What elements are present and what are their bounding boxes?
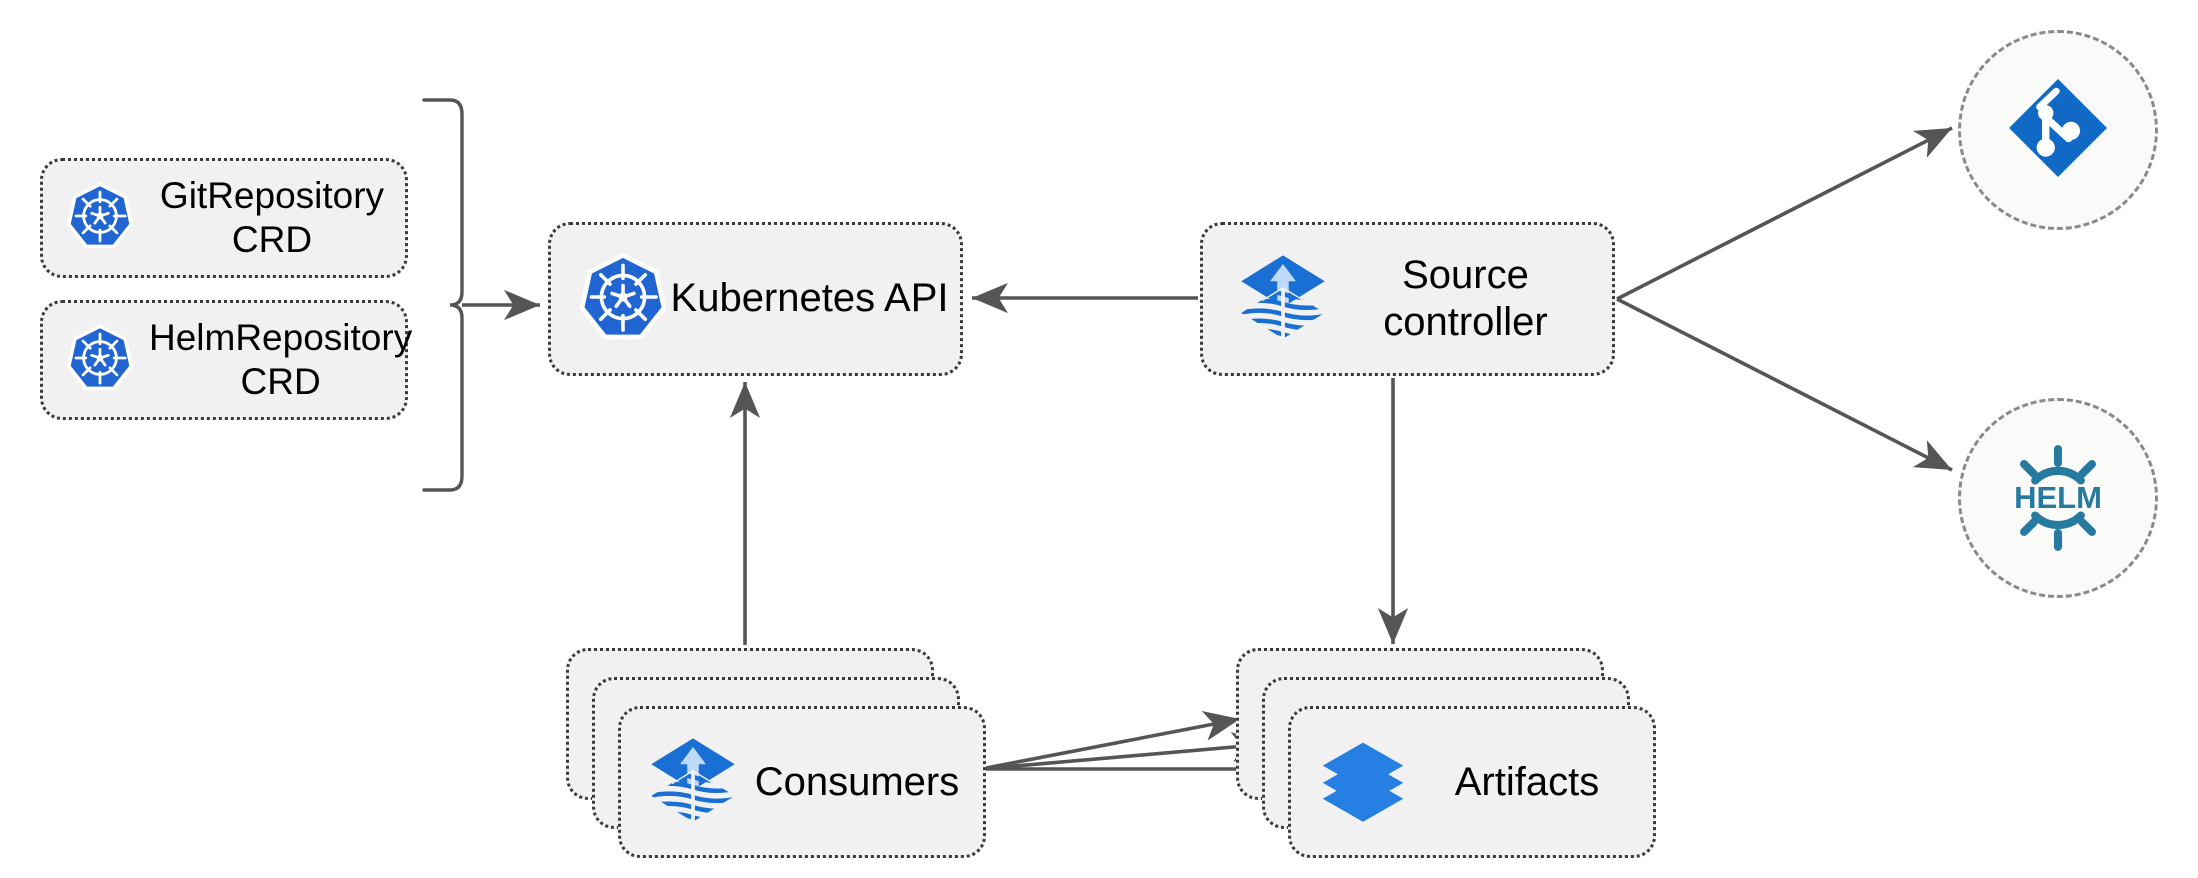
layers-icon xyxy=(1317,734,1409,831)
kubernetes-icon xyxy=(65,181,135,256)
node-helm-repository-endpoint[interactable]: HELM xyxy=(1958,398,2158,598)
flux-icon xyxy=(1237,251,1329,348)
stack-card-front[interactable]: Consumers xyxy=(618,706,986,858)
node-label: Source controller xyxy=(1383,252,1548,344)
node-label: Kubernetes API xyxy=(670,276,949,321)
node-artifacts[interactable]: Artifacts xyxy=(1236,648,1656,858)
flux-icon xyxy=(647,734,739,831)
link-source-controller-to-git xyxy=(1616,126,1953,301)
crd-bracket xyxy=(422,98,464,492)
node-label: HelmRepository CRD xyxy=(149,317,413,402)
node-label: Artifacts xyxy=(1454,759,1600,804)
link-consumers-to-artifacts-top xyxy=(980,710,1241,771)
helm-icon: HELM xyxy=(1999,439,2117,557)
node-consumers[interactable]: Consumers xyxy=(566,648,986,858)
link-source-controller-to-helm xyxy=(1616,297,1953,472)
git-icon xyxy=(2002,72,2114,189)
node-gitrepository-crd[interactable]: GitRepository CRD xyxy=(40,158,408,278)
stack-card-front[interactable]: Artifacts xyxy=(1288,706,1656,858)
helm-wordmark: HELM xyxy=(2014,480,2102,515)
kubernetes-icon xyxy=(65,323,135,398)
node-source-controller[interactable]: Source controller xyxy=(1200,222,1615,376)
node-git-repository-endpoint[interactable] xyxy=(1958,30,2158,230)
link-consumers-to-artifacts-mid xyxy=(980,732,1269,771)
node-label: Consumers xyxy=(754,759,960,804)
node-label: GitRepository CRD xyxy=(159,175,385,260)
kubernetes-icon xyxy=(577,251,669,348)
node-helmrepository-crd[interactable]: HelmRepository CRD xyxy=(40,300,412,420)
node-kubernetes-api[interactable]: Kubernetes API xyxy=(548,222,963,376)
